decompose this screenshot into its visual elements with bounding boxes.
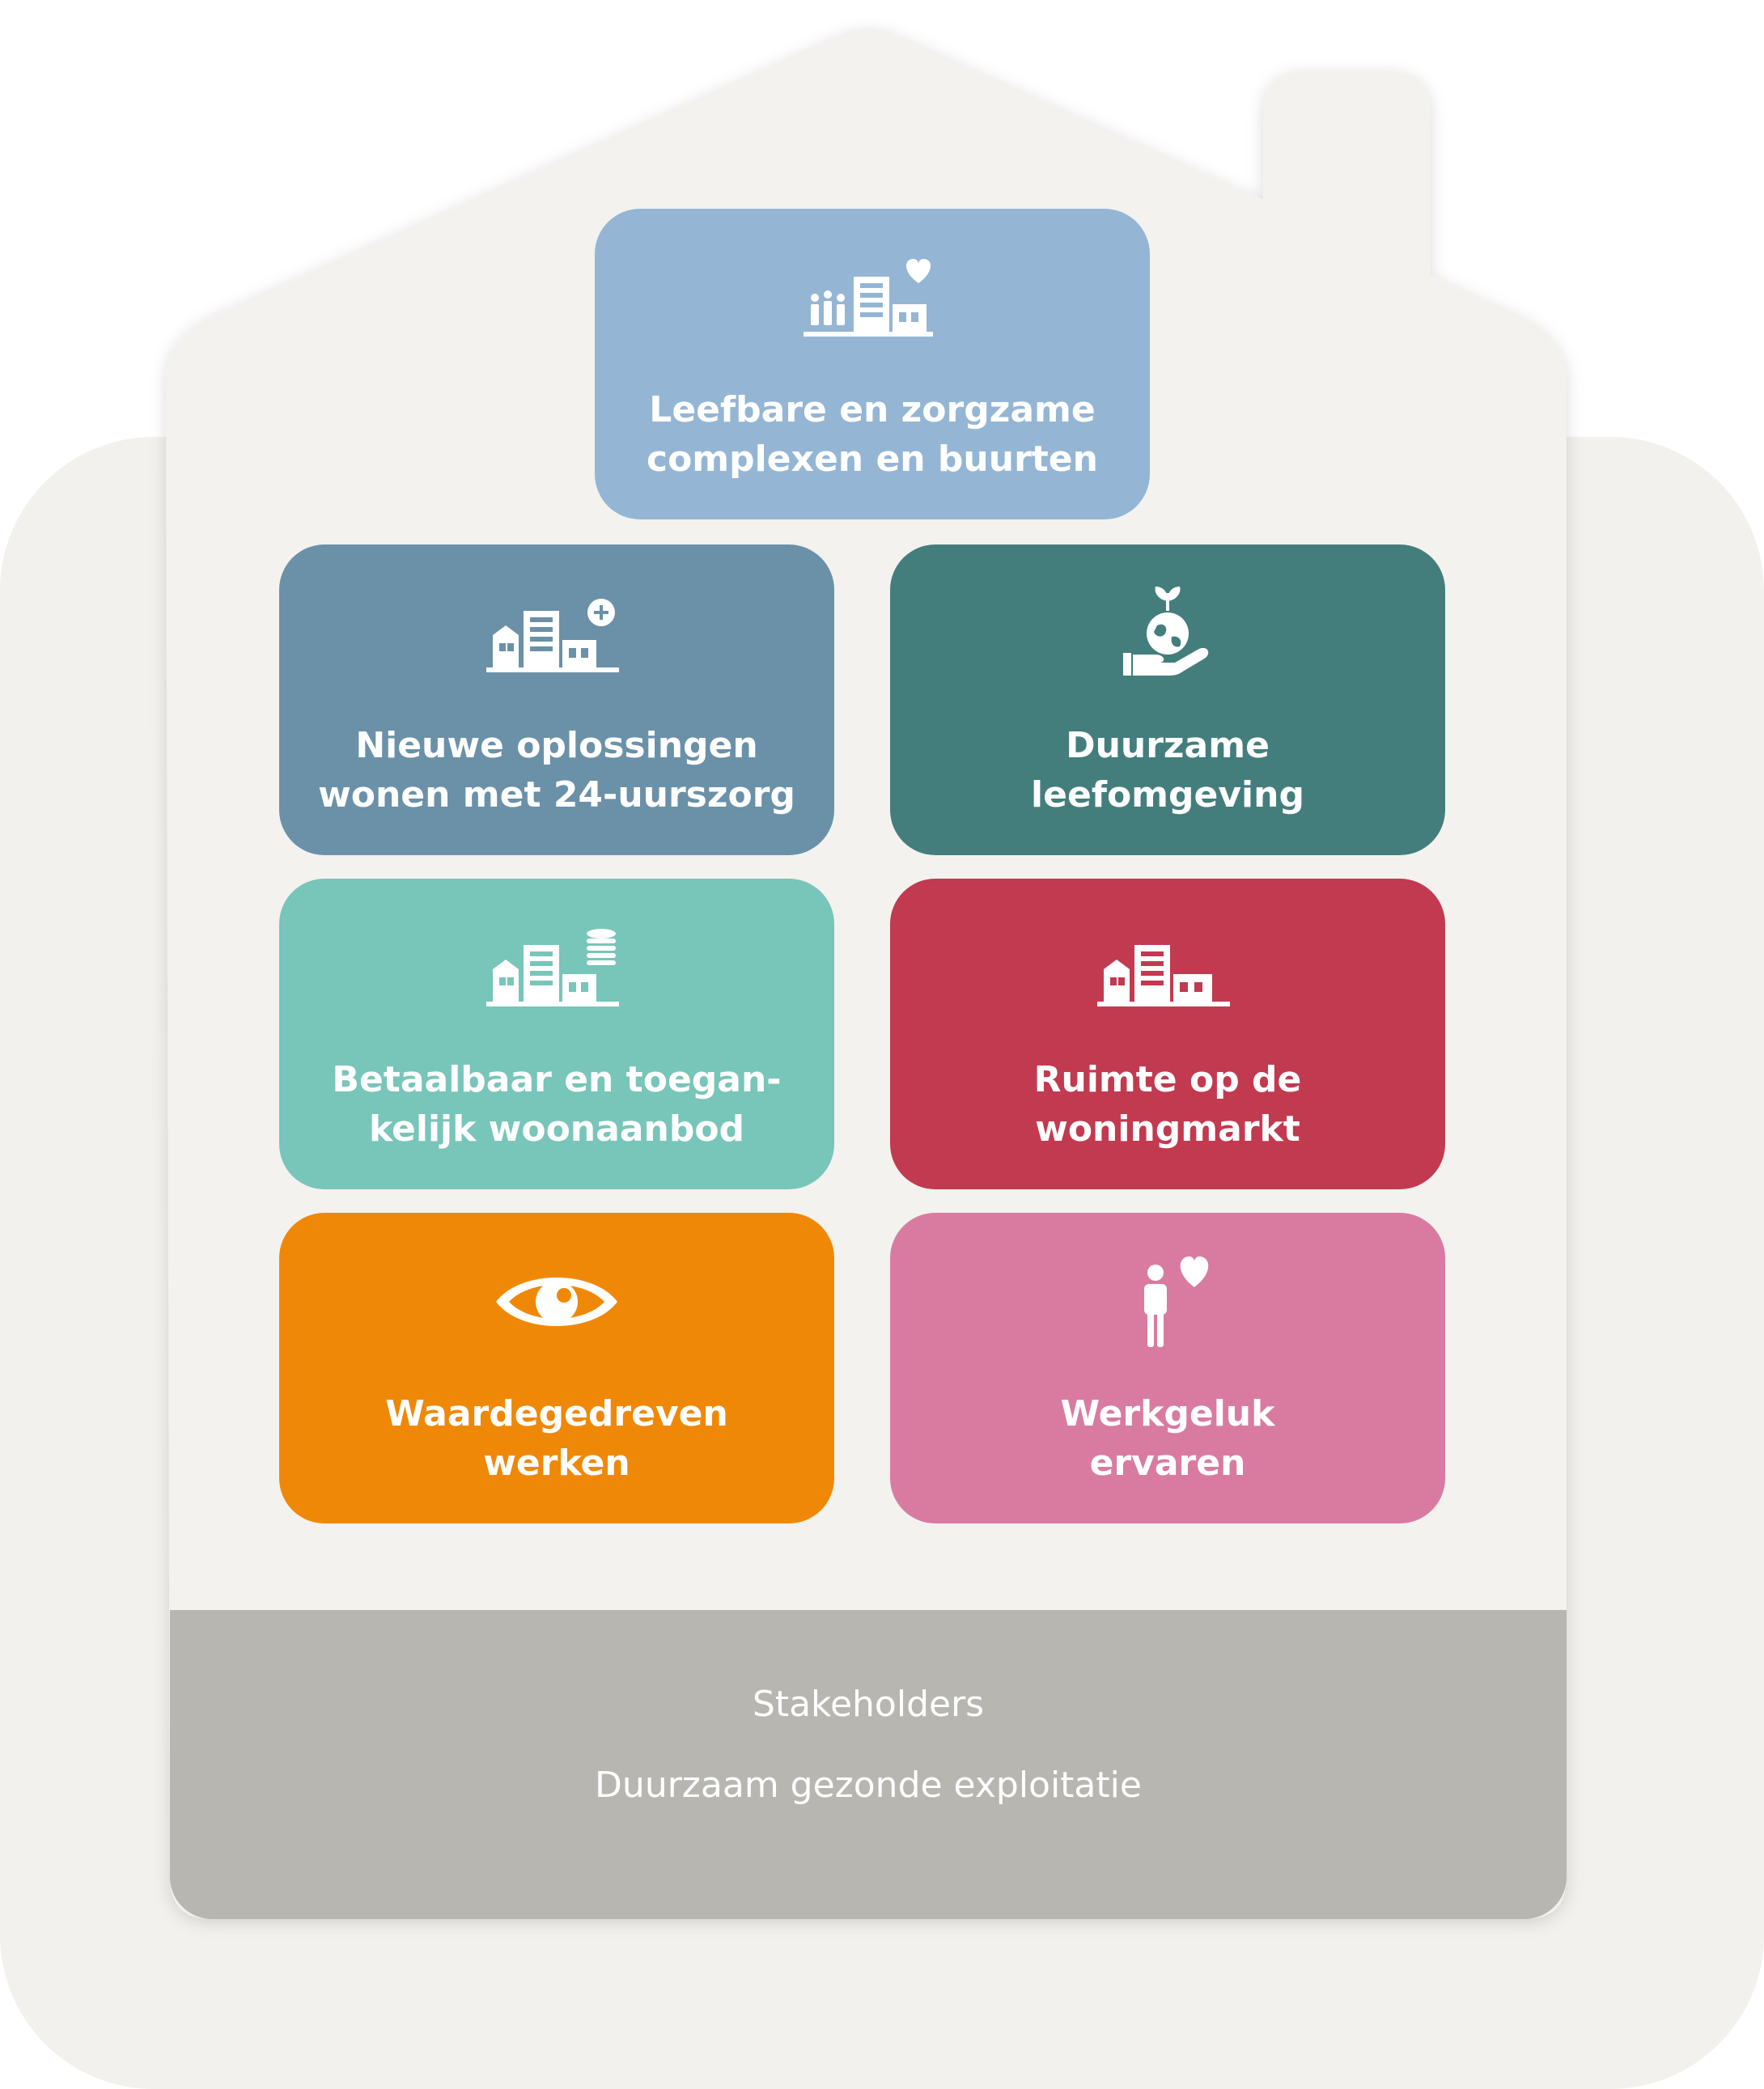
- card-label: Betaalbaar en toegan- kelijk woonaanbod: [332, 1059, 782, 1150]
- card-housing-market-space: Ruimte op de woningmarkt: [890, 879, 1445, 1189]
- card-value-driven-work: Waardegedreven werken: [279, 1213, 834, 1523]
- foundation-band: Stakeholders Duurzaam gezonde exploitati…: [170, 1610, 1567, 1919]
- card-label: Duurzame leefomgeving: [1031, 725, 1304, 816]
- buildings-coins-icon: [279, 911, 834, 1032]
- eye-icon: [279, 1245, 834, 1367]
- buildings-icon: [890, 911, 1445, 1032]
- card-sustainable-environment: Duurzame leefomgeving: [890, 544, 1445, 855]
- foundation-stakeholders-label: Stakeholders: [752, 1684, 985, 1725]
- hand-globe-sprout-icon: [890, 577, 1445, 698]
- card-new-care-solutions: Nieuwe oplossingen wonen met 24-uurszorg: [279, 544, 834, 855]
- card-label: Leefbare en zorgzame complexen en buurte…: [647, 389, 1098, 480]
- card-work-happiness: Werkgeluk ervaren: [890, 1213, 1445, 1523]
- person-heart-icon: [890, 1245, 1445, 1367]
- card-label: Werkgeluk ervaren: [1060, 1393, 1275, 1484]
- card-label: Waardegedreven werken: [385, 1393, 728, 1484]
- card-label: Nieuwe oplossingen wonen met 24-uurszorg: [318, 725, 795, 816]
- card-label: Ruimte op de woningmarkt: [1033, 1059, 1302, 1150]
- foundation-exploitation-label: Duurzaam gezonde exploitatie: [595, 1765, 1142, 1806]
- card-liveable-neighbourhoods: Leefbare en zorgzame complexen en buurte…: [595, 209, 1150, 519]
- people-buildings-heart-icon: [595, 241, 1150, 362]
- buildings-plus-icon: [279, 577, 834, 698]
- card-affordable-housing: Betaalbaar en toegan- kelijk woonaanbod: [279, 879, 834, 1189]
